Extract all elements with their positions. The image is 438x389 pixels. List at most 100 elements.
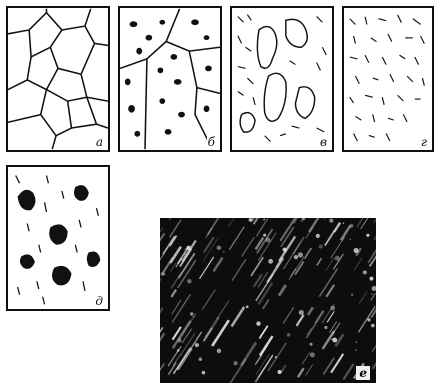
panel-label: д bbox=[94, 294, 104, 308]
micrograph-speck bbox=[268, 259, 273, 264]
micrograph-speck bbox=[343, 222, 344, 223]
micrograph-speck bbox=[217, 245, 222, 250]
micrograph-streak bbox=[331, 354, 343, 373]
micrograph-speck bbox=[190, 312, 193, 315]
micrograph-streak bbox=[334, 223, 340, 232]
micrograph-streak bbox=[217, 301, 229, 320]
micrograph-speck bbox=[263, 219, 265, 221]
micrograph-streak bbox=[357, 218, 367, 227]
panel-a-grain-boundaries: а bbox=[6, 6, 110, 152]
micrograph-streak bbox=[359, 291, 367, 303]
micrograph-streak bbox=[361, 218, 376, 229]
micrograph-streak bbox=[293, 237, 304, 254]
micrograph-streak bbox=[341, 226, 350, 240]
micrograph-streak bbox=[326, 285, 334, 297]
micrograph-speck bbox=[319, 244, 323, 248]
micrograph-streak bbox=[160, 279, 161, 296]
micrograph-speck bbox=[275, 356, 277, 358]
micrograph-speck bbox=[234, 361, 238, 365]
micrograph-speck bbox=[263, 234, 266, 237]
micrograph-speck bbox=[178, 338, 182, 342]
micrograph-speck bbox=[184, 254, 186, 256]
micrograph-streak bbox=[202, 290, 215, 310]
micrograph-streak bbox=[207, 218, 218, 235]
micrograph-streak bbox=[170, 220, 181, 238]
micrograph-streak bbox=[160, 364, 164, 383]
micrograph-streak bbox=[182, 240, 196, 261]
micrograph-streak bbox=[228, 218, 242, 227]
micrograph-speck bbox=[163, 273, 165, 275]
micrograph-speck bbox=[283, 248, 287, 252]
micrograph-speck bbox=[371, 294, 372, 295]
micrograph-speck bbox=[217, 349, 221, 353]
micrograph-streak bbox=[317, 258, 322, 265]
micrograph-streak bbox=[325, 231, 334, 245]
grain-boundary-drawing bbox=[8, 8, 108, 150]
micrograph-streak bbox=[279, 285, 286, 296]
panel-label: в bbox=[319, 135, 328, 149]
micrograph-streak bbox=[308, 307, 313, 315]
micrograph-streak bbox=[332, 322, 340, 335]
micrograph-streak bbox=[160, 308, 163, 318]
panel-b-grains-with-inclusions: б bbox=[118, 6, 222, 152]
micrograph-texture bbox=[160, 218, 376, 383]
micrograph-speck bbox=[351, 293, 354, 296]
micrograph-streak bbox=[214, 258, 223, 272]
micrograph-streak bbox=[241, 343, 256, 366]
micrograph-streak bbox=[163, 236, 175, 254]
micrograph-speck bbox=[277, 370, 281, 374]
micrograph-speck bbox=[249, 218, 253, 222]
micrograph-speck bbox=[177, 349, 180, 352]
micrograph-streak bbox=[343, 364, 353, 380]
micrograph-streak bbox=[298, 368, 304, 377]
micrograph-speck bbox=[223, 251, 224, 252]
micrograph-streak bbox=[281, 365, 286, 372]
micrograph-speck bbox=[363, 270, 367, 274]
micrograph-speck bbox=[369, 277, 373, 281]
micrograph-speck bbox=[266, 238, 271, 243]
micrograph-speck bbox=[330, 306, 335, 311]
micrograph-speck bbox=[324, 326, 327, 329]
micrograph-speck bbox=[174, 254, 176, 256]
micrograph-streak bbox=[309, 218, 326, 232]
micrograph-streak bbox=[254, 218, 259, 224]
panel-label: е bbox=[356, 366, 370, 380]
micrograph-speck bbox=[195, 343, 199, 347]
panel-e-micrograph: е bbox=[160, 218, 376, 383]
panel-g-needle-structure: г bbox=[342, 6, 434, 152]
micrograph-streak bbox=[358, 306, 375, 332]
micrograph-streak bbox=[373, 357, 376, 369]
micrograph-streak bbox=[178, 348, 192, 369]
micrograph-speck bbox=[294, 255, 298, 259]
micrograph-streak bbox=[199, 257, 213, 279]
micrograph-streak bbox=[315, 310, 323, 323]
micrograph-speck bbox=[366, 234, 369, 237]
micrograph-speck bbox=[175, 235, 177, 237]
micrograph-streak bbox=[169, 218, 176, 220]
micrograph-streak bbox=[171, 290, 176, 297]
micrograph-speck bbox=[310, 352, 315, 357]
micrograph-speck bbox=[369, 264, 371, 266]
micrograph-speck bbox=[331, 339, 332, 340]
micrograph-streak bbox=[242, 237, 255, 257]
micrograph-speck bbox=[202, 371, 206, 375]
panel-label: а bbox=[95, 135, 104, 149]
micrograph-streak bbox=[160, 233, 164, 246]
micrograph-streak bbox=[256, 219, 267, 236]
micrograph-speck bbox=[355, 349, 356, 350]
micrograph-speck bbox=[299, 310, 304, 315]
micrograph-speck bbox=[354, 248, 359, 253]
micrograph-streak bbox=[283, 307, 294, 323]
micrograph-streak bbox=[160, 333, 164, 349]
micrograph-streak bbox=[374, 230, 376, 240]
micrograph-speck bbox=[335, 256, 340, 261]
panel-label: г bbox=[420, 135, 428, 149]
micrograph-streak bbox=[306, 364, 313, 375]
micrograph-speck bbox=[332, 338, 337, 343]
micrograph-streak bbox=[263, 300, 269, 309]
micrograph-speck bbox=[246, 305, 249, 308]
micrograph-speck bbox=[350, 224, 354, 228]
micrograph-speck bbox=[316, 234, 320, 238]
micrograph-streak bbox=[260, 336, 273, 355]
panel-label: б bbox=[207, 135, 216, 149]
